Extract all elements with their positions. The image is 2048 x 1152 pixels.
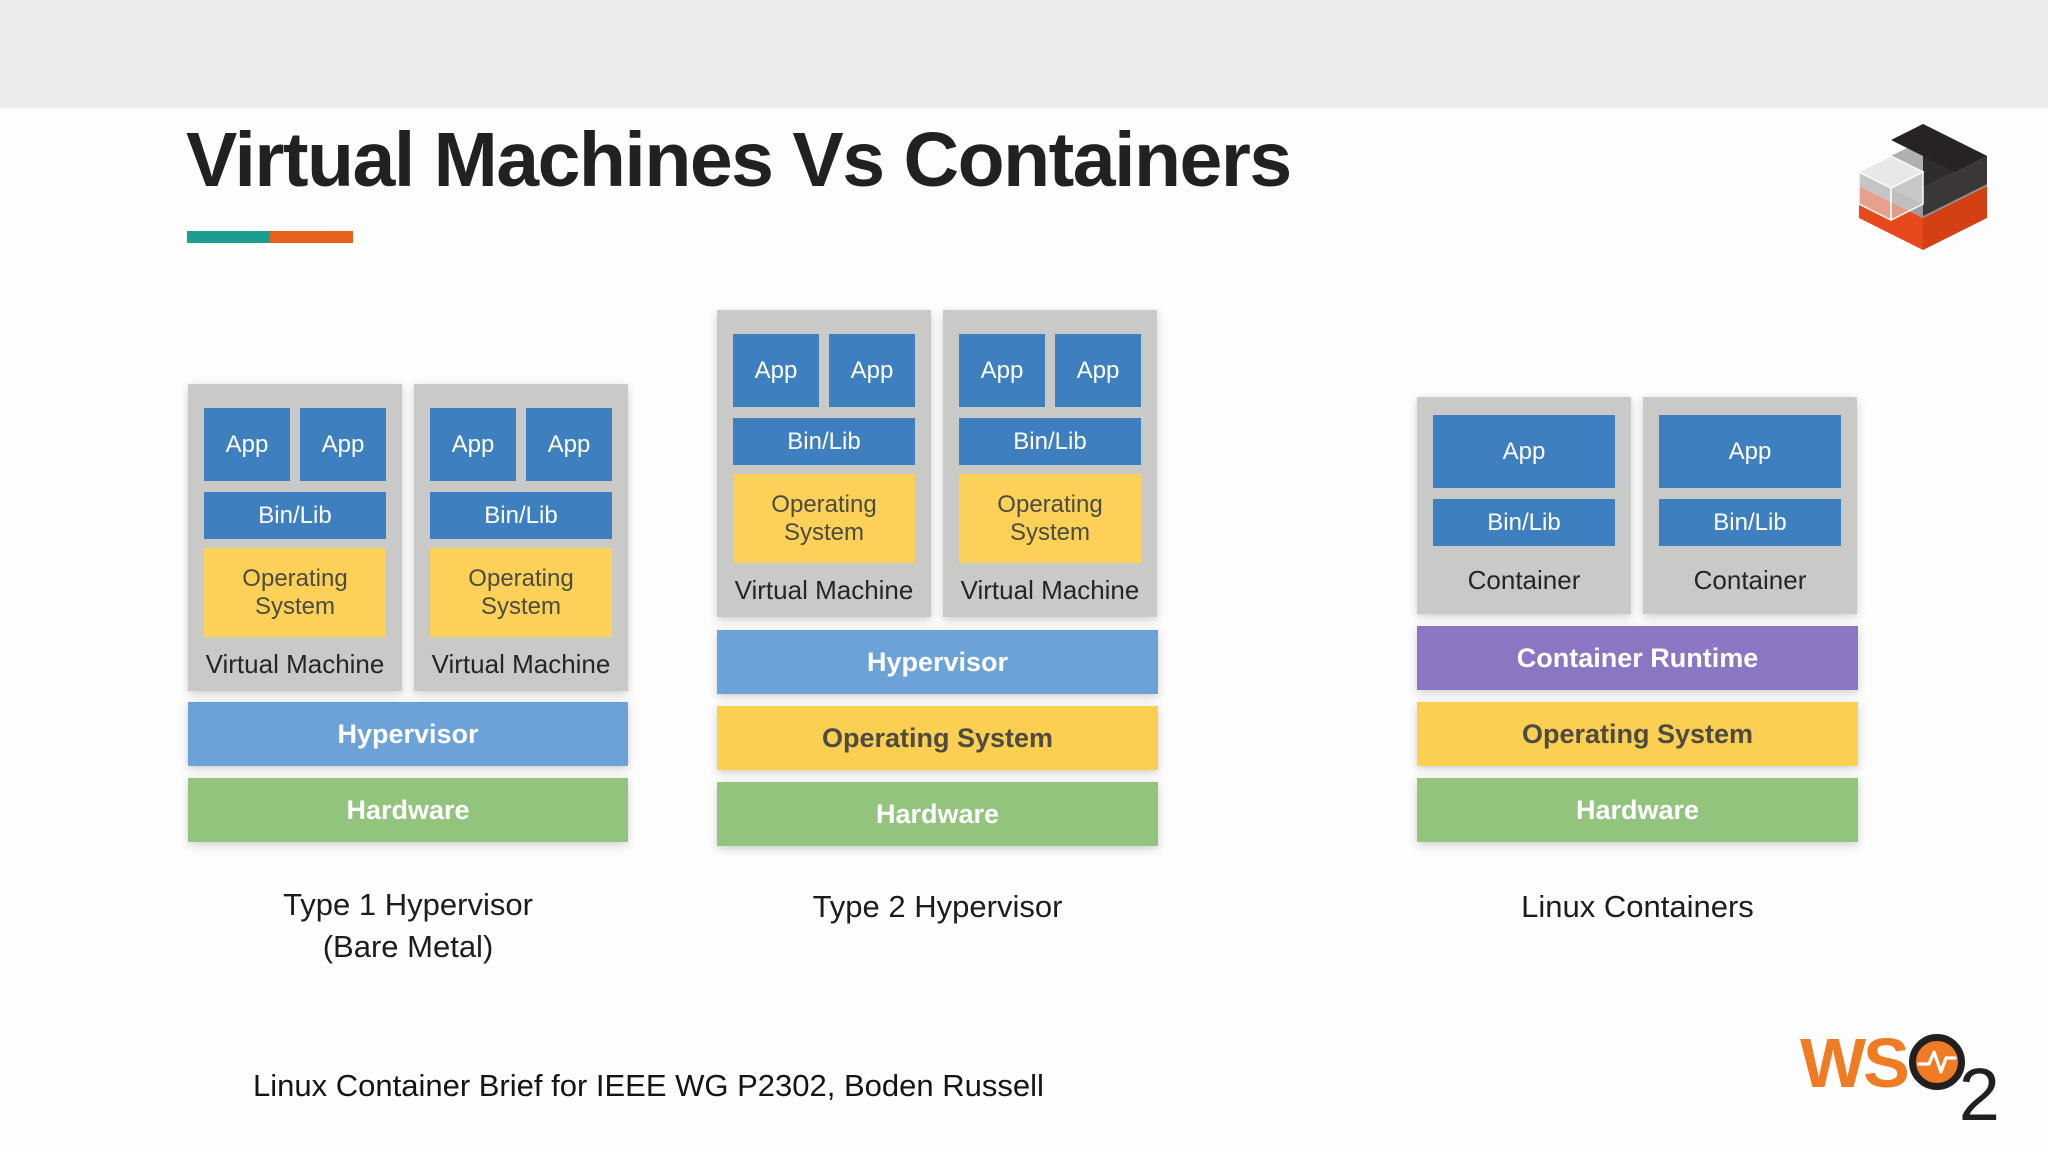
binlib-box: Bin/Lib: [733, 418, 915, 465]
app-box: App: [1659, 415, 1841, 488]
container-panel: App Bin/Lib Container: [1643, 397, 1857, 614]
app-box: App: [526, 408, 612, 481]
diagram-linux-containers: App Bin/Lib Container App Bin/Lib Contai…: [1417, 397, 1858, 842]
footer-attribution: Linux Container Brief for IEEE WG P2302,…: [253, 1068, 1044, 1103]
container-panel-label: Container: [1693, 564, 1807, 595]
caption-type1-line1: Type 1 Hypervisor: [283, 887, 533, 922]
app-box: App: [959, 334, 1045, 407]
container-panel-label: Container: [1467, 564, 1581, 595]
virtual-machine-panel: App App Bin/Lib Operating System Virtual…: [717, 310, 931, 617]
virtual-machine-panel: App App Bin/Lib Operating System Virtual…: [188, 384, 402, 691]
wso2-two-text: 2: [1958, 1053, 2000, 1136]
app-row: App App: [733, 334, 915, 407]
container-runtime-bar: Container Runtime: [1417, 626, 1858, 690]
app-row: App App: [204, 408, 386, 481]
title-accent-bar: [187, 231, 353, 243]
app-row: App App: [959, 334, 1141, 407]
os-box: Operating System: [430, 548, 612, 637]
page-title: Virtual Machines Vs Containers: [186, 117, 1292, 203]
binlib-box: Bin/Lib: [1433, 499, 1615, 546]
virtual-machine-panel: App App Bin/Lib Operating System Virtual…: [943, 310, 1157, 617]
linux-containers-cube-icon: [1857, 124, 1987, 250]
hardware-bar: Hardware: [1417, 778, 1858, 842]
hardware-bar: Hardware: [188, 778, 628, 842]
accent-teal-segment: [187, 231, 270, 243]
app-row: App App: [430, 408, 612, 481]
os-box: Operating System: [733, 474, 915, 563]
caption-lxc: Linux Containers: [1521, 889, 1754, 924]
pulse-icon: [1917, 1050, 1957, 1074]
diagram-type1-hypervisor: App App Bin/Lib Operating System Virtual…: [188, 384, 628, 842]
binlib-box: Bin/Lib: [430, 492, 612, 539]
caption-type1-line2: (Bare Metal): [322, 929, 494, 965]
container-panel: App Bin/Lib Container: [1417, 397, 1631, 614]
hypervisor-bar: Hypervisor: [188, 702, 628, 766]
binlib-box: Bin/Lib: [204, 492, 386, 539]
caption-type1: Type 1 Hypervisor (Bare Metal): [188, 884, 628, 968]
top-band: [0, 0, 2048, 108]
vm-panels-row: App App Bin/Lib Operating System Virtual…: [188, 384, 628, 691]
wso2-pulse-circle-icon: [1908, 1034, 1965, 1090]
accent-orange-segment: [270, 231, 353, 243]
diagram-type2-hypervisor: App App Bin/Lib Operating System Virtual…: [717, 310, 1158, 846]
app-box: App: [1055, 334, 1141, 407]
app-box: App: [1433, 415, 1615, 488]
vm-panel-label: Virtual Machine: [960, 574, 1140, 605]
app-box: App: [829, 334, 915, 407]
binlib-box: Bin/Lib: [959, 418, 1141, 465]
binlib-box: Bin/Lib: [1659, 499, 1841, 546]
vm-panel-label: Virtual Machine: [205, 648, 385, 679]
operating-system-bar: Operating System: [1417, 702, 1858, 766]
app-box: App: [300, 408, 386, 481]
app-box: App: [733, 334, 819, 407]
operating-system-bar: Operating System: [717, 706, 1158, 770]
wso2-logo: WS 2: [1800, 1024, 2000, 1132]
os-box: Operating System: [204, 548, 386, 637]
vm-panel-label: Virtual Machine: [734, 574, 914, 605]
hardware-bar: Hardware: [717, 782, 1158, 846]
wso2-ws-text: WS: [1800, 1024, 1910, 1102]
hypervisor-bar: Hypervisor: [717, 630, 1158, 694]
virtual-machine-panel: App App Bin/Lib Operating System Virtual…: [414, 384, 628, 691]
app-box: App: [430, 408, 516, 481]
app-box: App: [204, 408, 290, 481]
vm-panel-label: Virtual Machine: [431, 648, 611, 679]
caption-type2: Type 2 Hypervisor: [812, 889, 1063, 924]
container-panels-row: App Bin/Lib Container App Bin/Lib Contai…: [1417, 397, 1858, 614]
vm-panels-row: App App Bin/Lib Operating System Virtual…: [717, 310, 1158, 617]
os-box: Operating System: [959, 474, 1141, 563]
